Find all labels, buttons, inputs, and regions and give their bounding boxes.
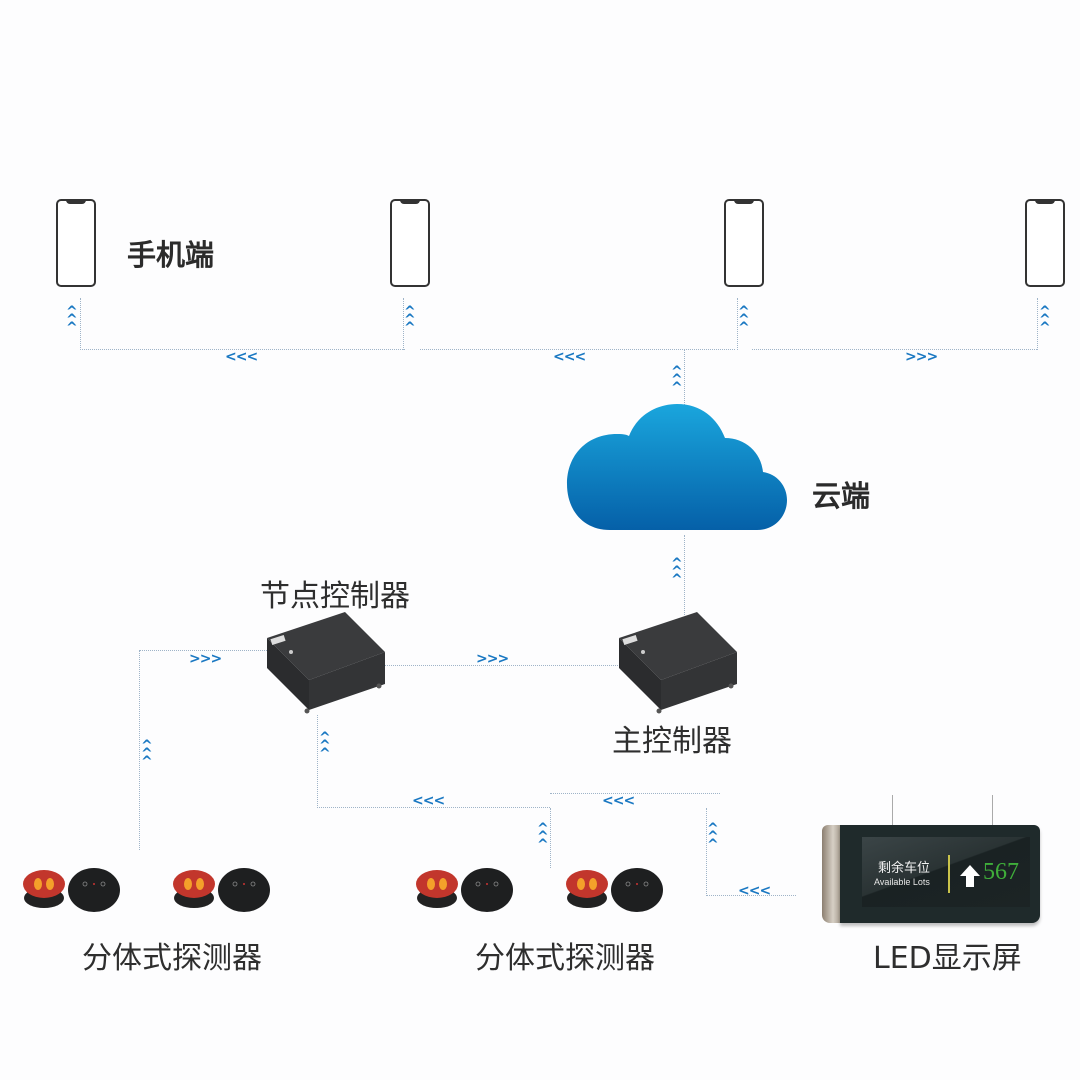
arrow-up-phone-1: ^^^ bbox=[66, 304, 78, 336]
phone-icon bbox=[1025, 199, 1065, 287]
detector-group-1-label: 分体式探测器 bbox=[82, 941, 262, 976]
arrow-up-phone-3: ^^^ bbox=[738, 304, 750, 336]
hanging-wire bbox=[892, 795, 893, 825]
led-display-label: LED显示屏 bbox=[873, 941, 1022, 976]
bottom-bus-line bbox=[317, 807, 550, 808]
detector-group-2-label: 分体式探测器 bbox=[475, 941, 655, 976]
arrow-up-detector-2: ^^^ bbox=[537, 821, 549, 853]
arrow-left-bottom-1: <<< bbox=[412, 793, 445, 809]
hanging-wire bbox=[992, 795, 993, 825]
led-screen: 剩余车位 Available Lots 567 bbox=[862, 837, 1030, 907]
led-end-cap bbox=[822, 825, 844, 923]
arrow-left-led: <<< bbox=[738, 883, 771, 899]
led-line bbox=[706, 808, 707, 896]
mobile-bus-line bbox=[80, 349, 405, 350]
arrow-right-to-main: >>> bbox=[476, 651, 509, 667]
detector-pair-icon bbox=[566, 868, 663, 912]
cloud-icon bbox=[567, 404, 787, 530]
cloud-to-bus-line bbox=[684, 350, 685, 405]
led-count: 567 bbox=[983, 859, 1019, 885]
phone-icon bbox=[390, 199, 430, 287]
led-line1: 剩余车位 bbox=[878, 861, 931, 876]
detector1-line bbox=[139, 650, 140, 850]
phone-3-line bbox=[737, 298, 738, 350]
led-divider bbox=[948, 855, 950, 893]
led-line2: Available Lots bbox=[874, 877, 930, 887]
led-line-h bbox=[706, 895, 796, 896]
detector-pair-icon bbox=[23, 868, 120, 912]
phone-4-line bbox=[1037, 298, 1038, 350]
node-to-main-line bbox=[385, 665, 620, 666]
arrow-right-to-node: >>> bbox=[189, 651, 222, 667]
main-controller-box-icon bbox=[619, 612, 737, 714]
arrow-up-icon bbox=[960, 865, 980, 887]
arrow-up-cloud: ^^^ bbox=[671, 364, 683, 396]
phone-icon bbox=[724, 199, 764, 287]
detector-pair-icon bbox=[173, 868, 270, 912]
cloud-label: 云端 bbox=[812, 479, 871, 513]
node-controller-down-line bbox=[317, 715, 318, 808]
node-controller-box-icon bbox=[267, 612, 385, 714]
arrow-right-bus-3: >>> bbox=[905, 349, 938, 365]
arrow-up-detector-1: ^^^ bbox=[141, 738, 153, 770]
mobile-label: 手机端 bbox=[127, 238, 215, 272]
led-display: 剩余车位 Available Lots 567 bbox=[822, 795, 1042, 930]
arrow-left-bottom-2: <<< bbox=[602, 793, 635, 809]
detector-pair-icon bbox=[416, 868, 513, 912]
detector1-line-h bbox=[139, 650, 269, 651]
arrow-up-led: ^^^ bbox=[707, 821, 719, 853]
phone-2-line bbox=[403, 298, 404, 350]
phone-icon bbox=[56, 199, 96, 287]
main-controller-label: 主控制器 bbox=[612, 724, 732, 759]
bottom-bus-line bbox=[550, 793, 720, 794]
arrow-up-node-controller: ^^^ bbox=[319, 730, 331, 762]
arrow-up-main-controller: ^^^ bbox=[671, 556, 683, 588]
mobile-bus-line bbox=[420, 349, 735, 350]
node-controller-label: 节点控制器 bbox=[260, 579, 410, 614]
arrow-left-bus-1: <<< bbox=[225, 349, 258, 365]
phone-1-line bbox=[80, 298, 81, 350]
arrow-up-phone-4: ^^^ bbox=[1039, 304, 1051, 336]
arrow-left-bus-2: <<< bbox=[553, 349, 586, 365]
detector2-line bbox=[550, 808, 551, 868]
mobile-bus-line bbox=[752, 349, 1037, 350]
controller-to-cloud-line bbox=[684, 535, 685, 615]
arrow-up-phone-2: ^^^ bbox=[404, 304, 416, 336]
